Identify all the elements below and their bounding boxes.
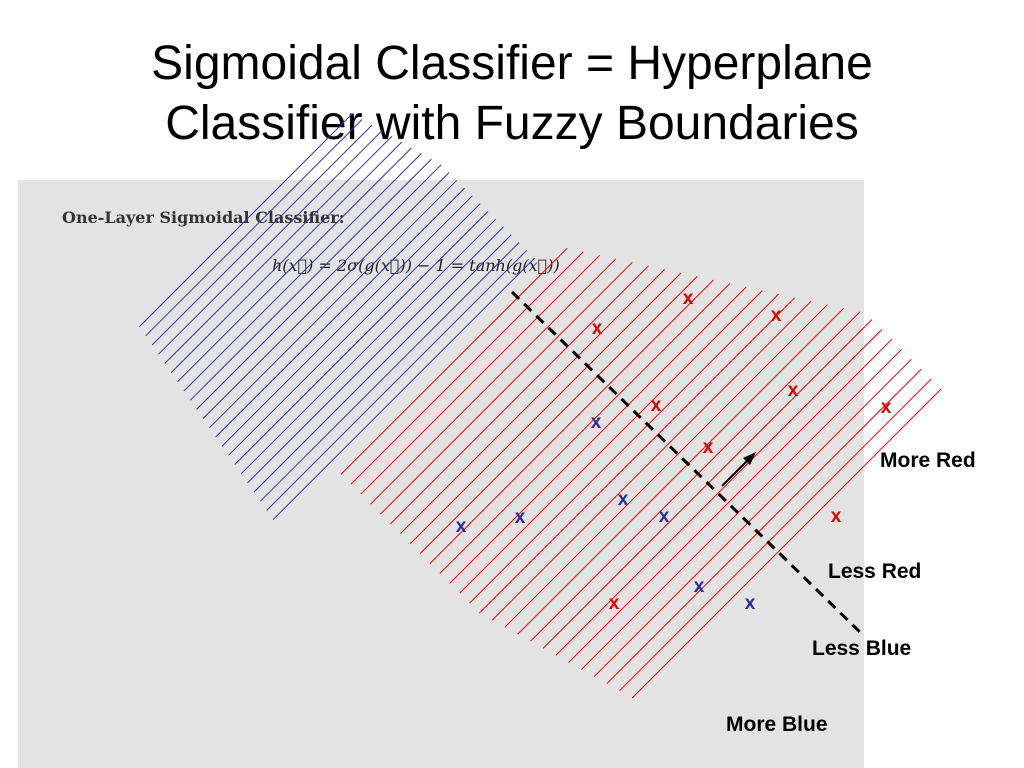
- blue-stripe-18: [164, 136, 393, 364]
- label-more-red: More Red: [880, 449, 976, 472]
- red-stripe-9: [419, 276, 698, 554]
- slide-title-line-2: Classifier with Fuzzy Boundaries: [165, 97, 859, 150]
- red-stripe-24: [593, 358, 912, 678]
- red-stripe-2: [350, 251, 584, 485]
- red-stripe-1: [340, 247, 568, 475]
- red-stripe-27: [631, 388, 942, 699]
- blue-stripe-8: [228, 203, 481, 456]
- red-stripe-26: [619, 378, 932, 692]
- label-more-blue: More Blue: [726, 713, 828, 736]
- blue-stripe-12: [202, 172, 450, 419]
- blue-stripe-16: [177, 147, 412, 383]
- blue-stripe-15: [183, 153, 422, 392]
- slide-title-line-1: Sigmoidal Classifier = Hyperplane: [151, 37, 873, 90]
- red-stripe-6: [390, 265, 649, 525]
- red-stripe-16: [491, 300, 812, 621]
- red-point-3: x: [771, 305, 782, 326]
- red-stripe-10: [429, 279, 714, 564]
- blue-point-12: x: [515, 507, 526, 528]
- blue-stripe-13: [196, 164, 442, 410]
- blue-point-14: x: [456, 516, 467, 537]
- blue-stripe-5: [247, 226, 504, 484]
- blue-stripe-9: [221, 195, 473, 447]
- blue-point-10: x: [591, 412, 602, 433]
- red-point-4: x: [788, 380, 799, 401]
- blue-point-16: x: [745, 593, 756, 614]
- red-stripe-23: [580, 348, 902, 670]
- red-stripe-13: [459, 290, 763, 594]
- red-stripe-7: [399, 269, 666, 535]
- red-stripes: [340, 247, 942, 699]
- blue-stripe-7: [234, 211, 489, 465]
- red-point-2: x: [592, 318, 603, 339]
- blue-point-15: x: [694, 576, 705, 597]
- red-stripe-3: [360, 254, 601, 495]
- blue-stripes: [139, 113, 535, 521]
- blue-stripe-22: [139, 113, 353, 327]
- red-point-8: x: [831, 506, 842, 527]
- red-stripe-11: [439, 283, 731, 574]
- sigmoid-formula: h(x⃗) = 2σ(g(x⃗)) − 1 = tanh(g(x⃗)): [272, 256, 560, 275]
- blue-stripe-4: [253, 234, 512, 493]
- blue-stripe-1: [272, 257, 535, 521]
- label-less-red: Less Red: [828, 560, 922, 583]
- red-stripe-15: [479, 297, 796, 614]
- blue-stripe-2: [266, 249, 528, 511]
- red-stripe-21: [555, 329, 883, 656]
- normal-arrow: [721, 452, 756, 487]
- red-stripe-4: [370, 258, 617, 505]
- red-stripe-14: [469, 293, 779, 604]
- red-point-9: x: [609, 593, 620, 614]
- blue-stripe-21: [145, 119, 363, 337]
- data-points: x x x x x x x x x x x x x x x x: [456, 288, 892, 614]
- blue-point-13: x: [659, 506, 670, 527]
- blue-stripe-11: [209, 179, 458, 429]
- red-stripe-25: [606, 368, 922, 685]
- red-stripe-12: [449, 286, 747, 584]
- red-point-1: x: [683, 288, 694, 309]
- blue-stripe-10: [215, 187, 465, 438]
- label-less-blue: Less Blue: [812, 637, 912, 660]
- blue-stripe-20: [151, 124, 373, 346]
- red-stripe-8: [409, 272, 682, 545]
- decision-boundary: [510, 290, 864, 636]
- red-stripe-22: [568, 339, 893, 663]
- blue-stripe-19: [158, 130, 383, 355]
- red-stripe-5: [380, 261, 633, 515]
- red-stripe-17: [504, 304, 828, 628]
- red-stripe-18: [517, 307, 844, 635]
- red-point-7: x: [703, 437, 714, 458]
- blue-point-11: x: [618, 489, 629, 510]
- panel-heading: One-Layer Sigmoidal Classifier:: [62, 208, 345, 227]
- red-point-6: x: [881, 397, 892, 418]
- blue-stripe-14: [189, 158, 432, 401]
- blue-stripe-6: [240, 218, 497, 475]
- slide-title: Sigmoidal Classifier = Hyperplane Classi…: [0, 34, 1024, 154]
- blue-stripe-17: [170, 141, 403, 373]
- red-stripe-19: [530, 311, 861, 642]
- blue-stripe-3: [259, 242, 520, 502]
- red-point-5: x: [651, 395, 662, 416]
